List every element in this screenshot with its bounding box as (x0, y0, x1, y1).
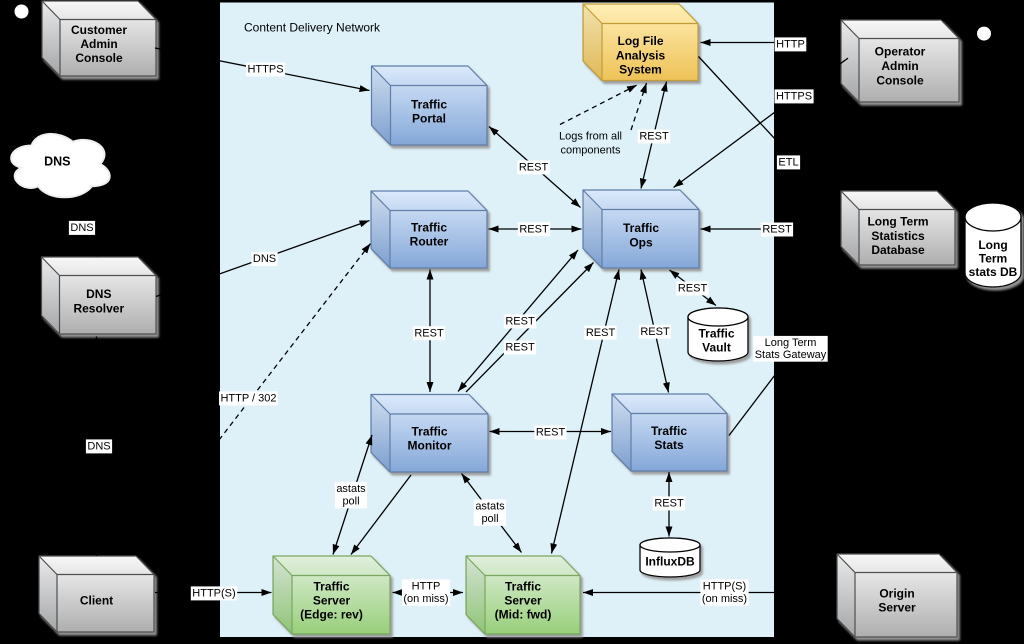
svg-text:Content Delivery Network: Content Delivery Network (244, 21, 381, 35)
svg-text:Stats: Stats (654, 438, 684, 452)
svg-text:Long Term: Long Term (765, 337, 817, 349)
svg-text:System: System (619, 62, 662, 76)
svg-text:Monitor: Monitor (408, 439, 452, 453)
svg-text:HTTP: HTTP (776, 39, 805, 51)
svg-text:Log File: Log File (618, 34, 664, 48)
svg-text:(on miss): (on miss) (702, 593, 747, 605)
svg-text:Console: Console (876, 74, 924, 88)
svg-text:astats: astats (336, 483, 366, 495)
svg-text:Traffic: Traffic (411, 425, 447, 439)
svg-text:Traffic: Traffic (698, 326, 734, 340)
svg-text:HTTP(S): HTTP(S) (192, 588, 235, 600)
svg-text:Traffic: Traffic (411, 97, 447, 111)
svg-text:REST: REST (678, 283, 708, 295)
svg-text:Resolver: Resolver (73, 302, 124, 316)
svg-text:Traffic: Traffic (313, 579, 349, 593)
svg-text:DNS: DNS (86, 287, 111, 301)
svg-text:Admin: Admin (881, 59, 918, 73)
svg-text:Client: Client (80, 594, 113, 608)
svg-text:components: components (561, 145, 621, 157)
svg-text:Ops: Ops (629, 235, 653, 249)
svg-text:poll: poll (481, 513, 498, 525)
svg-text:InfluxDB: InfluxDB (645, 555, 695, 569)
svg-text:DNS: DNS (44, 154, 70, 168)
svg-text:Origin: Origin (879, 586, 914, 600)
svg-text:HTTP / 302: HTTP / 302 (220, 393, 276, 405)
svg-text:Logs from all: Logs from all (559, 131, 622, 143)
svg-text:stats DB: stats DB (969, 265, 1018, 279)
svg-text:Traffic: Traffic (505, 579, 541, 593)
svg-text:REST: REST (519, 162, 549, 174)
svg-text:HTTP(S): HTTP(S) (703, 581, 746, 593)
svg-text:Term: Term (979, 252, 1007, 266)
svg-text:(Edge: rev): (Edge: rev) (300, 608, 363, 622)
svg-text:REST: REST (640, 326, 670, 338)
svg-text:DNS: DNS (253, 253, 276, 265)
svg-text:REST: REST (639, 131, 669, 143)
svg-text:Traffic: Traffic (623, 221, 659, 235)
svg-text:DNS: DNS (87, 441, 110, 453)
svg-text:(Mid: fwd): (Mid: fwd) (495, 608, 552, 622)
svg-text:Server: Server (313, 594, 351, 608)
svg-text:Admin: Admin (80, 37, 117, 51)
svg-text:Portal: Portal (412, 112, 446, 126)
svg-text:(on miss): (on miss) (403, 593, 448, 605)
svg-text:REST: REST (414, 327, 444, 339)
svg-text:Analysis: Analysis (616, 49, 666, 63)
svg-text:REST: REST (505, 316, 535, 328)
svg-text:Console: Console (75, 51, 123, 65)
svg-text:Long: Long (978, 238, 1007, 252)
svg-text:Statistics: Statistics (871, 229, 925, 243)
svg-text:Operator: Operator (875, 45, 926, 59)
svg-text:astats: astats (475, 501, 505, 513)
svg-text:Router: Router (410, 235, 449, 249)
svg-text:Server: Server (878, 601, 916, 615)
svg-text:REST: REST (654, 498, 684, 510)
svg-text:REST: REST (586, 327, 616, 339)
svg-text:poll: poll (342, 496, 359, 508)
svg-text:Stats Gateway: Stats Gateway (755, 349, 827, 361)
svg-text:REST: REST (505, 342, 535, 354)
svg-text:Traffic: Traffic (411, 220, 447, 234)
svg-text:Vault: Vault (702, 341, 731, 355)
svg-text:Customer: Customer (71, 23, 127, 37)
svg-text:ETL: ETL (778, 157, 798, 169)
svg-text:DNS: DNS (70, 222, 93, 234)
svg-text:HTTPS: HTTPS (776, 91, 812, 103)
svg-text:HTTP: HTTP (412, 581, 441, 593)
svg-text:REST: REST (519, 223, 549, 235)
svg-text:REST: REST (762, 224, 792, 236)
svg-text:Database: Database (871, 243, 925, 257)
svg-text:Traffic: Traffic (651, 424, 687, 438)
svg-text:HTTPS: HTTPS (247, 64, 283, 76)
svg-text:Server: Server (504, 594, 542, 608)
svg-text:Long Term: Long Term (867, 215, 928, 229)
svg-text:REST: REST (536, 427, 566, 439)
